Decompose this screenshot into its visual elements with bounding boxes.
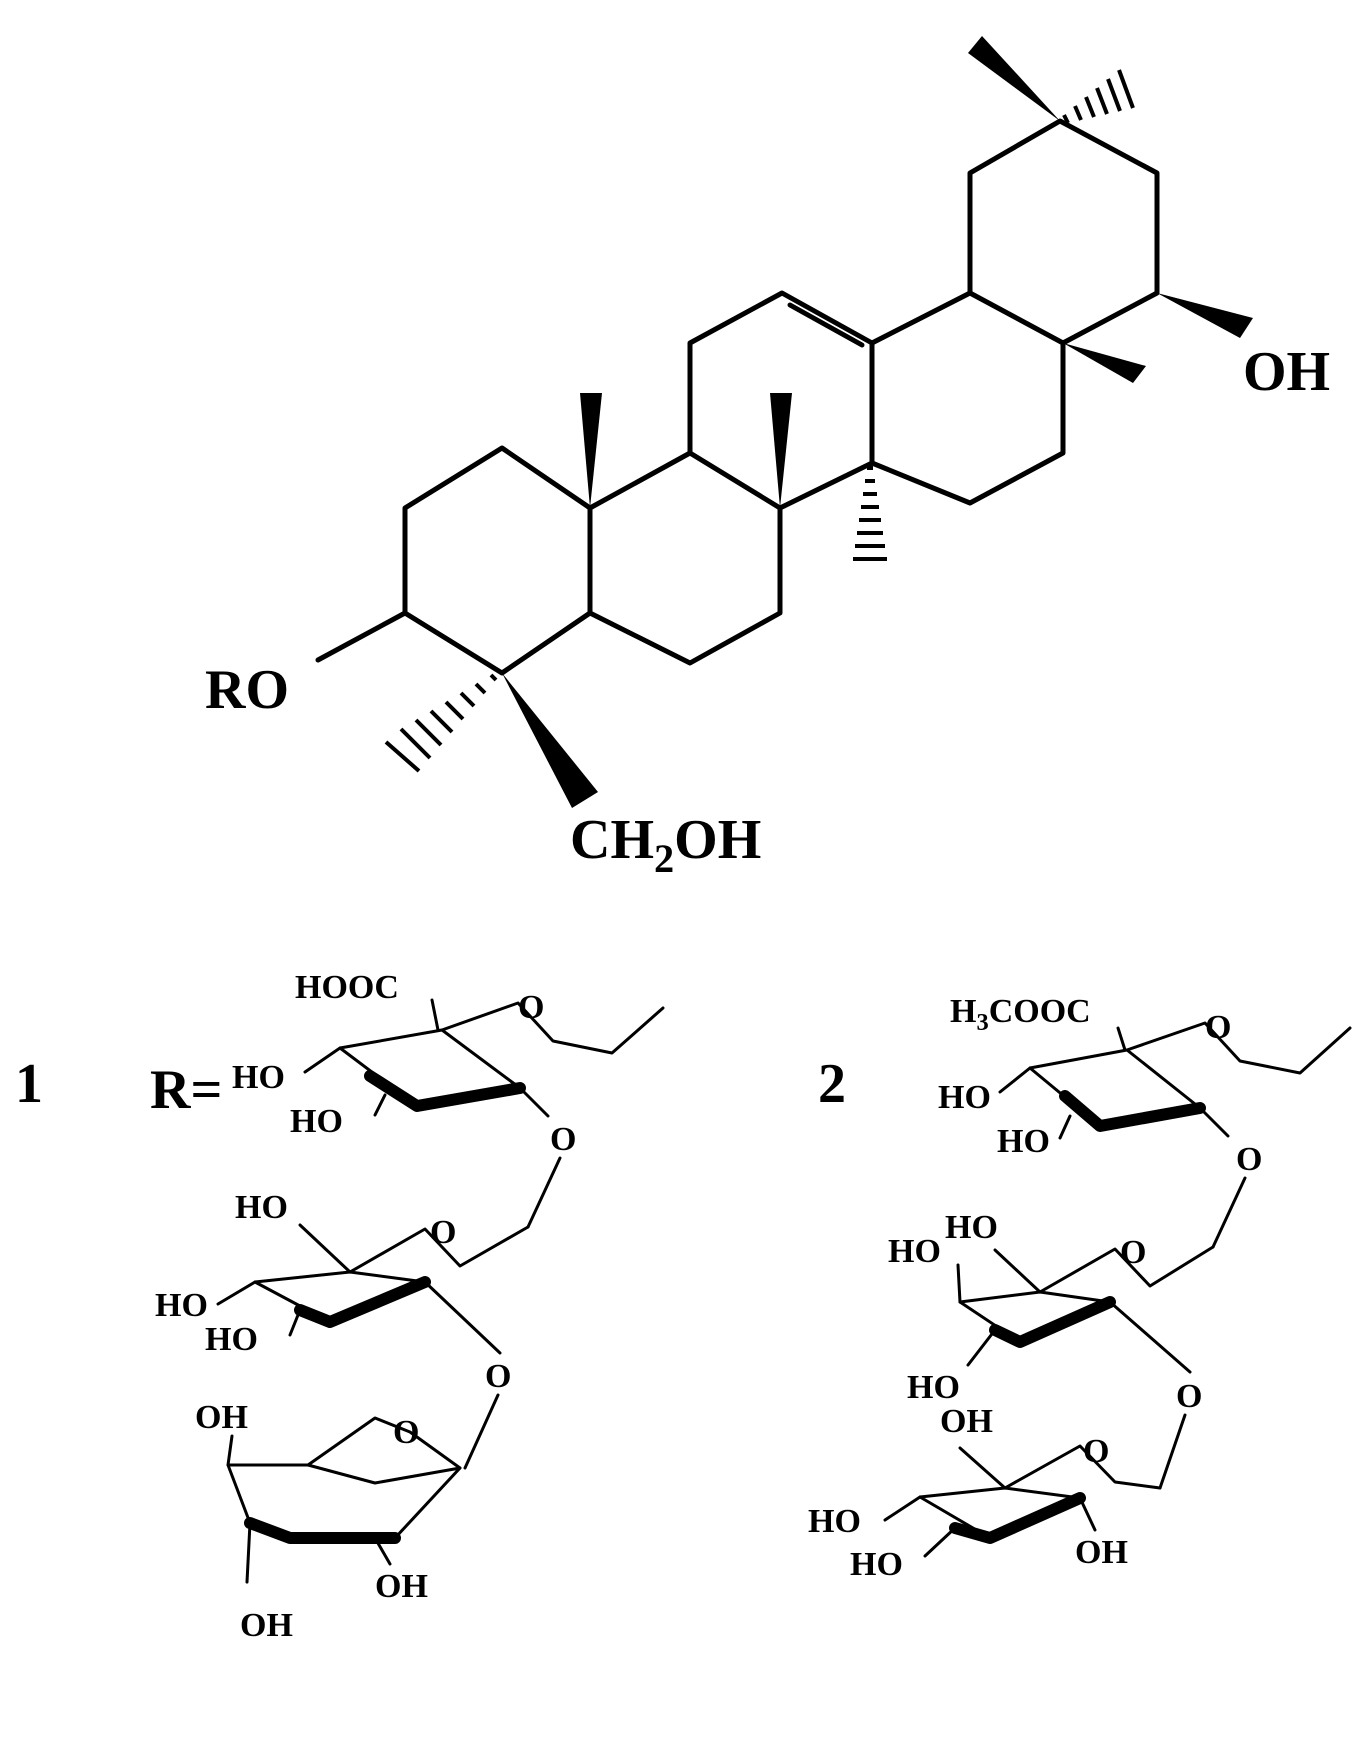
aglycone-skeleton: OH RO CH2OH (205, 36, 1330, 881)
glc-o-link: O (485, 1358, 511, 1395)
glca-ho2: HO (290, 1103, 343, 1140)
glca-me-ho2: HO (997, 1123, 1050, 1160)
glca-me-ester: H3COOC (950, 993, 1091, 1036)
methyl-wedge-c8 (770, 393, 792, 508)
gal-o-ring: O (1120, 1234, 1146, 1271)
glc-substituents (216, 1223, 502, 1355)
oh-wedge-c22 (1157, 293, 1253, 338)
glca-me-ho1: HO (938, 1079, 991, 1116)
glca-me-substituents (998, 1026, 1230, 1140)
glc2-oh-ch2: OH (940, 1403, 993, 1440)
glca-o-ring: O (518, 989, 544, 1026)
methyl-hash-c14 (853, 466, 887, 561)
methyl-hash-c4 (384, 673, 498, 773)
glc2-ho2: HO (850, 1546, 903, 1583)
gal-ho-axial: HO (888, 1233, 941, 1270)
compound-1-number: 1 (15, 1053, 43, 1115)
methyl-wedge-c20 (968, 36, 1060, 121)
compound-2-sugar-chain: 2 H3COOC O HO HO O HO HO O HO O OH O HO … (808, 993, 1352, 1583)
glca-substituents (303, 998, 550, 1118)
glc2-ring-front (949, 1492, 1086, 1544)
ring-a (402, 445, 593, 676)
methyl-wedge-c17 (1063, 343, 1146, 383)
methyl-wedge-c10 (580, 393, 602, 508)
gal-ho-ch2: HO (945, 1209, 998, 1246)
glc-o-ring: O (430, 1214, 456, 1251)
ara-oh-top: OH (195, 1399, 248, 1436)
glc2-substituents (883, 1446, 1097, 1558)
glc-ho-ch2: HO (235, 1189, 288, 1226)
double-bond-inner (787, 302, 865, 348)
glca-me-o-link: O (1236, 1141, 1262, 1178)
glca-o-link: O (550, 1121, 576, 1158)
c3-o-bond (315, 610, 408, 663)
r-equals-label: R= (150, 1059, 222, 1121)
glc2-ho1: HO (808, 1503, 861, 1540)
gal-ho2: HO (907, 1369, 960, 1406)
glc-ara-link (463, 1393, 500, 1470)
ring-c (687, 290, 875, 511)
glc-ho1: HO (155, 1287, 208, 1324)
glca-ring-front (364, 1070, 526, 1112)
oh-label-c22: OH (1243, 341, 1330, 403)
compound-2-number: 2 (818, 1053, 846, 1115)
glca-hooc: HOOC (295, 969, 399, 1006)
ara-o-ring: O (393, 1414, 419, 1451)
ring-e (967, 118, 1160, 346)
glca-me-o-ring: O (1205, 1009, 1231, 1046)
glca-me-ring-top (1125, 1021, 1352, 1075)
glc2-oh-right: OH (1075, 1534, 1128, 1571)
ara-oh-bottom: OH (240, 1607, 293, 1644)
gal-ring-front (989, 1296, 1116, 1348)
glc2-o-ring: O (1083, 1433, 1109, 1470)
ch2oh-label: CH2OH (570, 809, 761, 881)
glc-ring-top (348, 1225, 530, 1274)
ara-substituents (226, 1434, 392, 1584)
compound-1-sugar-chain: 1 R= HOOC O HO HO O HO O HO HO O OH O OH… (15, 969, 665, 1644)
ara-oh-right: OH (375, 1568, 428, 1605)
ara-ring-front (244, 1517, 401, 1544)
glc-ho2: HO (205, 1321, 258, 1358)
gal-glc-link (1158, 1413, 1187, 1490)
gal-substituents (956, 1248, 1192, 1374)
glca-ho1: HO (232, 1059, 285, 1096)
glc2-ring-top (1003, 1444, 1162, 1490)
glc-ring-front (294, 1276, 431, 1328)
methyl-hash-c20 (1062, 69, 1135, 124)
ro-label: RO (205, 659, 289, 721)
gal-ring-top (1038, 1245, 1215, 1294)
glca-glc-link (526, 1156, 562, 1229)
gal-o-link: O (1176, 1378, 1202, 1415)
ring-d (869, 290, 1066, 506)
ara-ring-top (306, 1416, 462, 1470)
glca-ring-top (440, 1001, 665, 1055)
ring-b (587, 450, 783, 666)
glca-me-ring-front (1059, 1090, 1206, 1132)
glca-me-gal-link (1211, 1176, 1247, 1249)
ch2oh-wedge-c4 (502, 673, 598, 808)
